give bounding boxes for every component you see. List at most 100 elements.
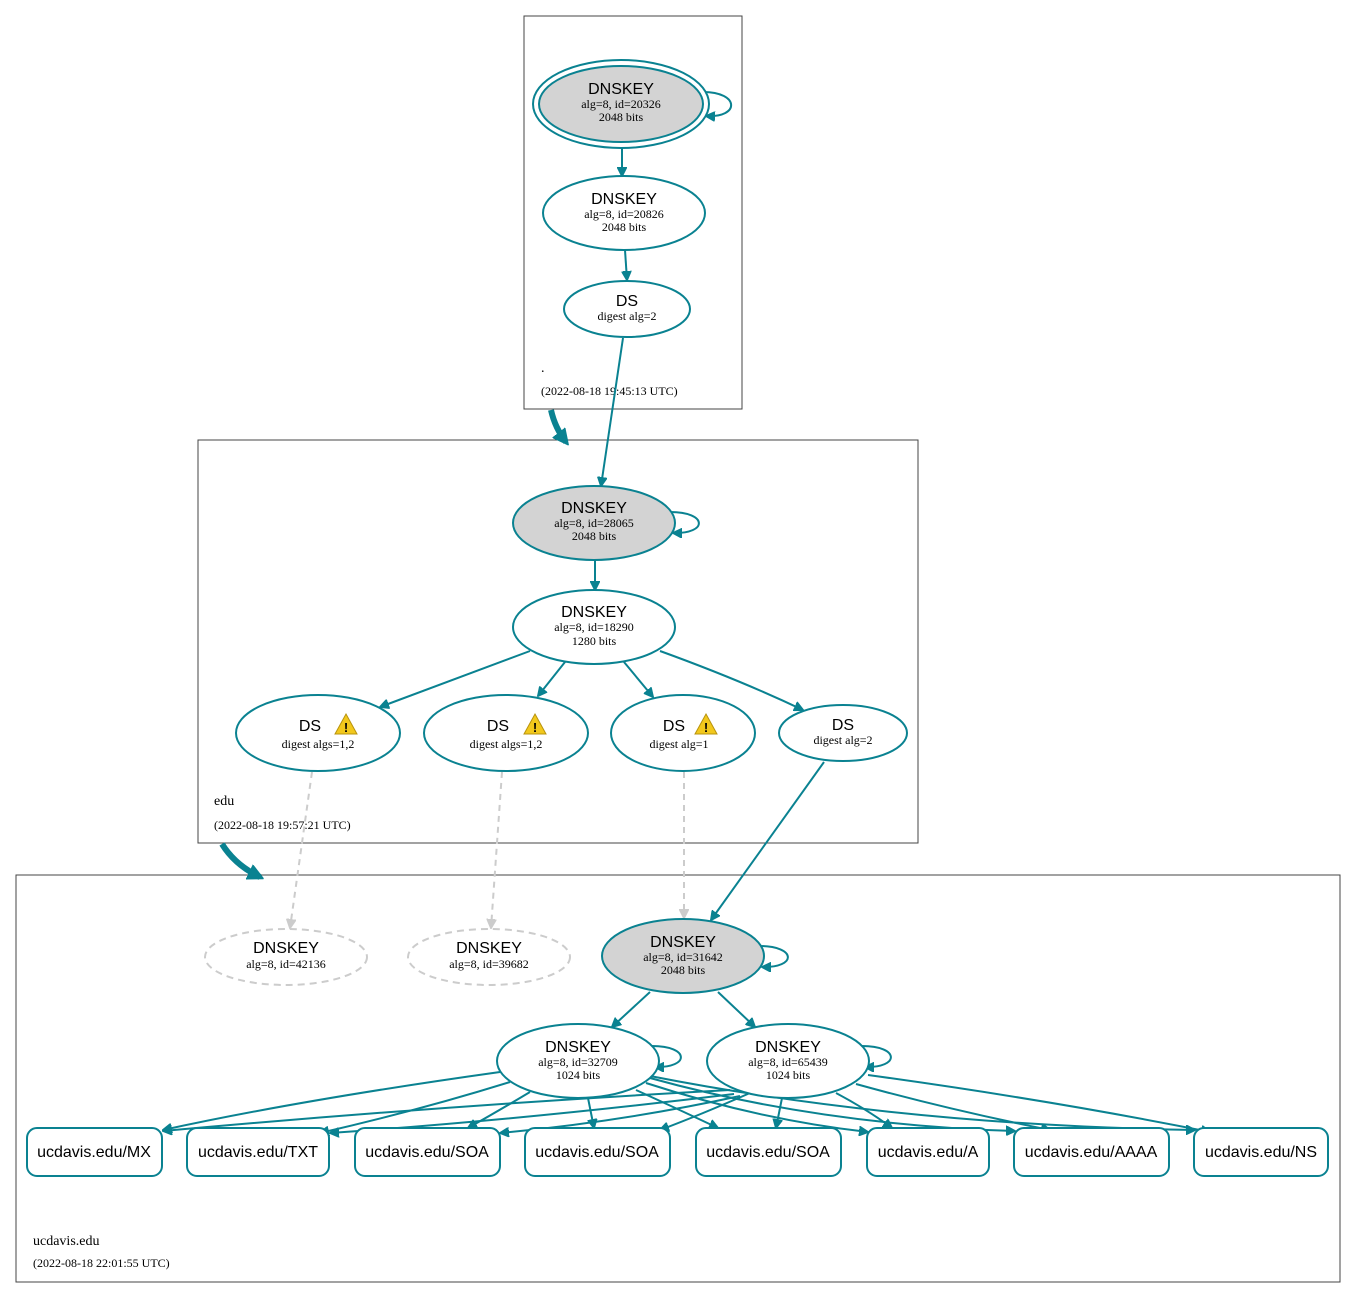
node-uc-dead2-title: DNSKEY	[456, 940, 522, 957]
edge-zsk2-aaaa	[855, 1083, 1050, 1130]
node-edu-ds3-title: DS	[663, 718, 685, 735]
node-edu-ksk[interactable]: DNSKEY alg=8, id=28065 2048 bits	[512, 485, 676, 561]
rrset-node-soa-1[interactable]: ucdavis.edu/SOA	[354, 1127, 501, 1177]
node-edu-ds1[interactable]: DS ! digest algs=1,2	[235, 694, 401, 772]
delegation-root-edu-arrow	[548, 409, 566, 442]
edge-edu-ds4-uc-ksk	[711, 761, 825, 920]
rrset-aaaa-label: ucdavis.edu/AAAA	[1025, 1144, 1158, 1161]
node-uc-zsk1[interactable]: DNSKEY alg=8, id=32709 1024 bits	[496, 1023, 660, 1099]
rrset-node-soa-3[interactable]: ucdavis.edu/SOA	[695, 1127, 842, 1177]
node-root-ksk[interactable]: DNSKEY alg=8, id=20326 2048 bits	[532, 59, 710, 149]
node-root-zsk[interactable]: DNSKEY alg=8, id=20826 2048 bits	[542, 175, 706, 251]
node-root-zsk-line2: 2048 bits	[602, 220, 647, 234]
warning-icon: !	[694, 712, 718, 735]
node-edu-ds4-line1: digest alg=2	[813, 733, 872, 747]
node-uc-ksk-title: DNSKEY	[650, 934, 716, 951]
rrset-node-a[interactable]: ucdavis.edu/A	[866, 1127, 990, 1177]
edges	[163, 91, 1210, 1133]
svg-text:!: !	[344, 720, 348, 735]
node-uc-dead-dnskey-2[interactable]: DNSKEY alg=8, id=39682	[407, 928, 571, 986]
zone-root-name: .	[541, 361, 545, 376]
rrset-soa2-label: ucdavis.edu/SOA	[535, 1144, 659, 1161]
delegation-edu-ucdavis-arrow	[219, 842, 260, 880]
node-edu-ds1-line1: digest algs=1,2	[282, 737, 355, 751]
node-edu-ds3-shape	[610, 694, 756, 772]
zone-edu-name: edu	[214, 794, 234, 809]
rrset-mx-box	[26, 1127, 163, 1177]
edge-edu-zsk-ds4	[659, 650, 803, 710]
edge-edu-ds2-dead2	[491, 771, 503, 928]
node-root-zsk-title: DNSKEY	[591, 191, 657, 208]
node-uc-dead2-shape	[407, 928, 571, 986]
warning-icon: !	[334, 712, 358, 735]
node-edu-zsk-line1: alg=8, id=18290	[554, 620, 634, 634]
svg-text:!: !	[704, 720, 708, 735]
node-uc-zsk1-shape	[496, 1023, 660, 1099]
node-uc-dead-dnskey-1[interactable]: DNSKEY alg=8, id=42136	[204, 928, 368, 986]
node-uc-zsk2[interactable]: DNSKEY alg=8, id=65439 1024 bits	[706, 1023, 870, 1099]
node-uc-dead2-line1: alg=8, id=39682	[449, 957, 529, 971]
node-edu-zsk-line2: 1280 bits	[572, 634, 617, 648]
node-uc-zsk1-line1: alg=8, id=32709	[538, 1055, 618, 1069]
edge-edu-ksk-self	[669, 511, 700, 533]
edge-root-ksk-self	[702, 91, 733, 116]
zone-root: . (2022-08-18 19:45:13 UTC)	[523, 15, 743, 410]
node-edu-zsk-title: DNSKEY	[561, 604, 627, 621]
node-edu-ksk-title: DNSKEY	[561, 500, 627, 517]
node-edu-ksk-line2: 2048 bits	[572, 529, 617, 543]
edge-zsk2-ns	[867, 1074, 1210, 1132]
zone-ucdavis-timestamp: (2022-08-18 22:01:55 UTC)	[33, 1256, 170, 1270]
edge-zsk2-mx	[163, 1089, 731, 1131]
node-edu-zsk-shape	[512, 589, 676, 665]
node-root-ksk-line1: alg=8, id=20326	[581, 97, 661, 111]
node-edu-ds2[interactable]: DS ! digest algs=1,2	[423, 694, 589, 772]
rrset-soa1-label: ucdavis.edu/SOA	[365, 1144, 489, 1161]
rrset-soa2-box	[524, 1127, 671, 1177]
edge-uc-ksk-self	[758, 945, 789, 967]
node-uc-ksk[interactable]: DNSKEY alg=8, id=31642 2048 bits	[601, 918, 765, 994]
node-root-ds[interactable]: DS digest alg=2	[563, 280, 691, 338]
rrset-aaaa-box	[1013, 1127, 1170, 1177]
edge-zsk1-soa1	[468, 1091, 531, 1128]
node-uc-zsk2-line2: 1024 bits	[766, 1068, 811, 1082]
rrset-txt-label: ucdavis.edu/TXT	[198, 1144, 318, 1161]
node-edu-ds3-line1: digest alg=1	[649, 737, 708, 751]
node-root-ksk-shape	[538, 65, 704, 143]
edge-edu-zsk-ds3	[623, 661, 653, 697]
rrset-soa3-label: ucdavis.edu/SOA	[706, 1144, 830, 1161]
node-edu-ksk-shape	[512, 485, 676, 561]
rrset-node-aaaa[interactable]: ucdavis.edu/AAAA	[1013, 1127, 1170, 1177]
edge-uc-zsk2-self	[861, 1045, 892, 1067]
node-uc-zsk1-line2: 1024 bits	[556, 1068, 601, 1082]
node-uc-ksk-line1: alg=8, id=31642	[643, 950, 723, 964]
node-edu-ds1-shape	[235, 694, 401, 772]
edge-zsk2-soa2	[660, 1092, 751, 1130]
rrset-a-label: ucdavis.edu/A	[878, 1144, 979, 1161]
node-uc-zsk2-title: DNSKEY	[755, 1039, 821, 1056]
node-uc-zsk2-shape	[706, 1023, 870, 1099]
rrset-txt-box	[186, 1127, 330, 1177]
node-edu-ds2-title: DS	[487, 718, 509, 735]
rrset-node-mx[interactable]: ucdavis.edu/MX	[26, 1127, 163, 1177]
node-edu-zsk[interactable]: DNSKEY alg=8, id=18290 1280 bits	[512, 589, 676, 665]
rrset-node-ns[interactable]: ucdavis.edu/NS	[1193, 1127, 1329, 1177]
node-root-ds-title: DS	[616, 293, 638, 310]
rrset-soa3-box	[695, 1127, 842, 1177]
node-edu-ds4[interactable]: DS digest alg=2	[778, 704, 908, 762]
node-uc-ksk-line2: 2048 bits	[661, 963, 706, 977]
node-edu-ds4-title: DS	[832, 717, 854, 734]
zone-edu-timestamp: (2022-08-18 19:57:21 UTC)	[214, 818, 351, 832]
node-edu-ds3[interactable]: DS ! digest alg=1	[610, 694, 756, 772]
node-uc-zsk2-line1: alg=8, id=65439	[748, 1055, 828, 1069]
node-edu-ds2-shape	[423, 694, 589, 772]
rrset-node-txt[interactable]: ucdavis.edu/TXT	[186, 1127, 330, 1177]
rrset-ns-box	[1193, 1127, 1329, 1177]
node-uc-dead1-line1: alg=8, id=42136	[246, 957, 326, 971]
rrset-node-soa-2[interactable]: ucdavis.edu/SOA	[524, 1127, 671, 1177]
node-uc-dead1-shape	[204, 928, 368, 986]
node-edu-ds1-title: DS	[299, 718, 321, 735]
zone-root-box	[523, 15, 743, 410]
edge-zsk1-txt	[320, 1081, 511, 1133]
edge-edu-zsk-ds1	[380, 650, 531, 707]
